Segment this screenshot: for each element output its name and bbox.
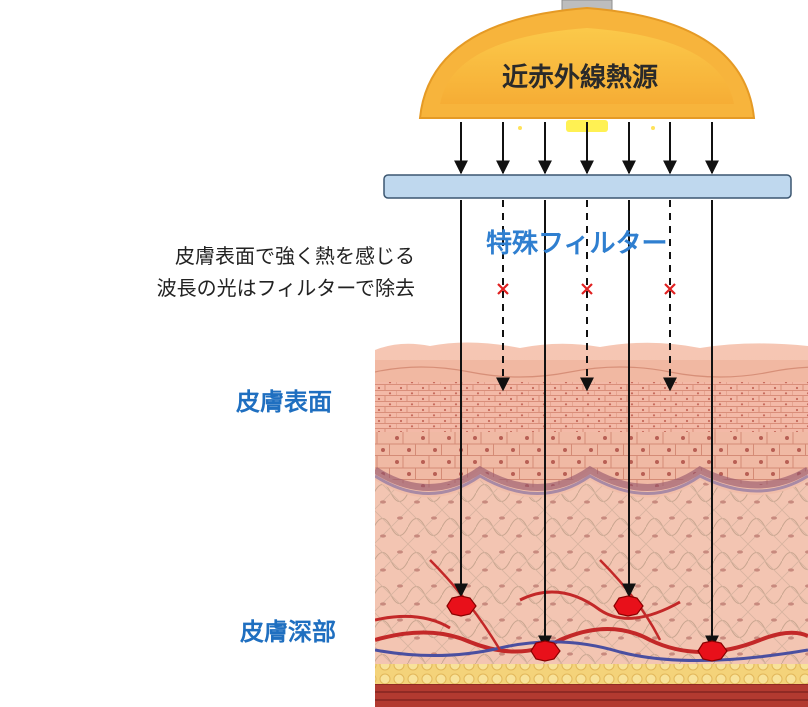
skin-cross-section [375, 342, 808, 707]
blocked-wavelength-rays [496, 200, 677, 392]
heat-source-lamp [418, 0, 756, 132]
note-line-1: 皮膚表面で強く熱を感じる [175, 244, 415, 268]
penetrating-rays [454, 200, 719, 650]
hot-spot-icon [446, 595, 728, 662]
note-line-2: 波長の光はフィルターで除去 [156, 276, 415, 300]
x-mark-icon [497, 283, 676, 295]
skin-surface-label: 皮膚表面 [236, 388, 332, 416]
incoming-light-arrows [454, 122, 719, 175]
special-filter [383, 174, 792, 199]
skin-deep-label: 皮膚深部 [240, 618, 336, 646]
heat-source-label: 近赤外線熱源 [501, 63, 658, 93]
filter-label: 特殊フィルター [486, 229, 668, 259]
